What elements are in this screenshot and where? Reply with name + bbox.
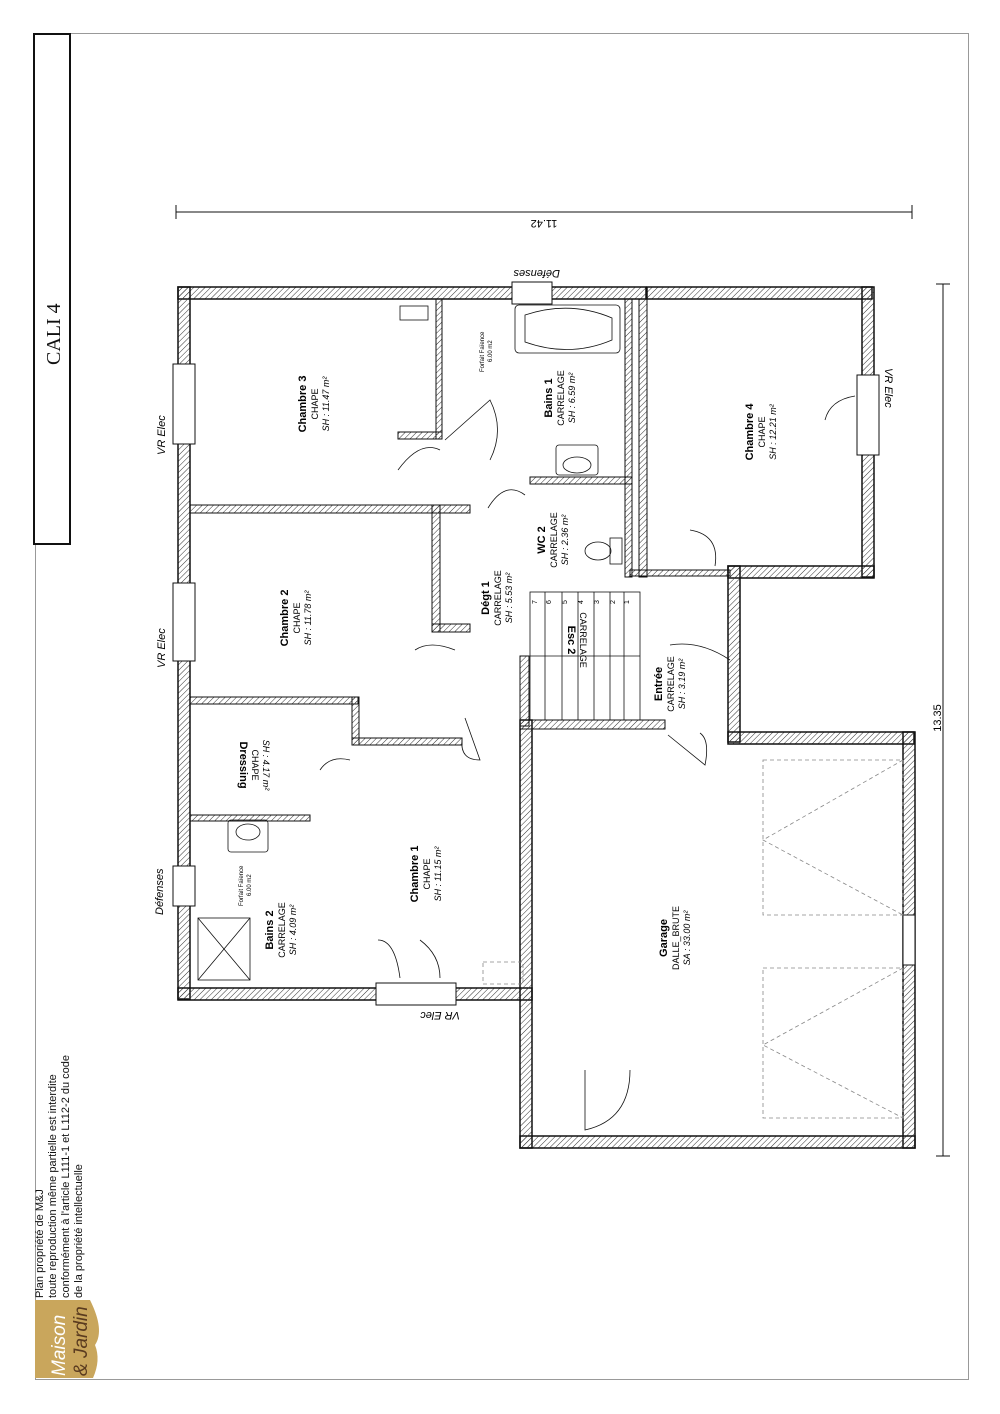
interior-walls <box>189 298 731 822</box>
width-dimension <box>175 205 913 219</box>
forfait-area: 6.00 m2 <box>247 874 253 896</box>
room-floor: CARRELAGE <box>277 902 287 958</box>
room-name: Chambre 3 <box>297 376 309 433</box>
stair-step: 6 <box>546 600 553 604</box>
stair-numbers: 1 2 3 4 5 6 7 <box>532 600 631 604</box>
fixtures <box>197 304 623 981</box>
room-area: SH : 4.17 m² <box>261 740 271 792</box>
defenses-label: Défenses <box>513 267 560 279</box>
vr-elec-label: VR Elec <box>420 1009 460 1021</box>
forfait-area: 6.00 m2 <box>488 340 494 362</box>
forfait-notes: Forfait Faïence 6.00 m2 Forfait Faïence … <box>239 331 494 906</box>
length-dimension <box>936 283 950 1157</box>
forfait-label: Forfait Faïence <box>480 331 486 372</box>
room-labels: Chambre 3 CHAPE SH : 11.47 m² Chambre 2 … <box>237 370 778 970</box>
room-floor: CHAPE <box>422 858 432 889</box>
room-name: Chambre 2 <box>279 590 291 647</box>
room-floor: CHAPE <box>250 749 260 780</box>
stair-step: 4 <box>578 600 585 604</box>
room-floor: CHAPE <box>310 388 320 419</box>
title-box: CALI 4 <box>33 33 71 545</box>
room-name: Esc 2 <box>565 626 577 655</box>
room-name: WC 2 <box>536 526 548 554</box>
staircase <box>529 591 641 721</box>
room-name: Dégt 1 <box>480 581 492 615</box>
stair-step: 5 <box>562 600 569 604</box>
width-label: 11.42 <box>531 217 558 229</box>
room-area: SH : 3.19 m² <box>677 658 687 710</box>
annotations: VR Elec VR Elec Défenses VR Elec VR Elec… <box>154 267 894 1021</box>
room-name: Garage <box>658 919 670 957</box>
windows <box>172 281 916 1006</box>
length-label: 13.35 <box>932 704 944 732</box>
room-area: SH : 11.78 m² <box>303 590 313 646</box>
room-floor: CARRELAGE <box>666 656 676 712</box>
room-name: Chambre 1 <box>409 846 421 903</box>
stair-step: 1 <box>624 600 631 604</box>
forfait-label: Forfait Faïence <box>239 865 245 906</box>
logo-text-2: & Jardin <box>71 1306 92 1376</box>
defenses-label: Défenses <box>154 868 166 915</box>
garage-doors <box>482 759 904 1119</box>
stair-step: 2 <box>610 600 617 604</box>
room-floor: CHAPE <box>757 416 767 447</box>
room-floor: CARRELAGE <box>556 370 566 426</box>
room-name: Bains 2 <box>264 910 276 949</box>
door-swings <box>319 395 856 1131</box>
room-name: Bains 1 <box>543 378 555 417</box>
room-area: SH : 11.15 m² <box>433 846 443 902</box>
maison-jardin-logo: Maison & Jardin <box>35 1300 111 1378</box>
vr-elec-label: VR Elec <box>156 415 168 455</box>
room-area: SH : 5.53 m² <box>504 572 514 624</box>
room-area: SH : 12.21 m² <box>768 403 778 460</box>
stair-step: 7 <box>532 600 539 604</box>
room-name: Dressing <box>237 741 249 788</box>
stair-step: 3 <box>594 600 601 604</box>
room-area: SH : 2.36 m² <box>560 514 570 566</box>
room-area: SH : 4.09 m² <box>288 904 298 956</box>
logo-text-1: Maison <box>49 1315 70 1376</box>
room-floor: CARRELAGE <box>578 612 588 668</box>
room-floor: CARRELAGE <box>549 512 559 568</box>
room-floor: CARRELAGE <box>493 570 503 626</box>
vr-elec-label: VR Elec <box>882 368 894 408</box>
room-area: SH : 6.59 m² <box>567 372 577 424</box>
vr-elec-label: VR Elec <box>156 628 168 668</box>
logo-cutout <box>90 1300 111 1378</box>
page-frame <box>35 33 969 1380</box>
room-name: Entrée <box>653 667 665 701</box>
room-area: SH : 11.47 m² <box>321 376 331 432</box>
room-name: Chambre 4 <box>744 403 756 461</box>
room-floor: CHAPE <box>292 602 302 633</box>
room-floor: DALLE_BRUTE <box>671 906 681 970</box>
room-area: SA : 33.00 m² <box>682 910 692 966</box>
